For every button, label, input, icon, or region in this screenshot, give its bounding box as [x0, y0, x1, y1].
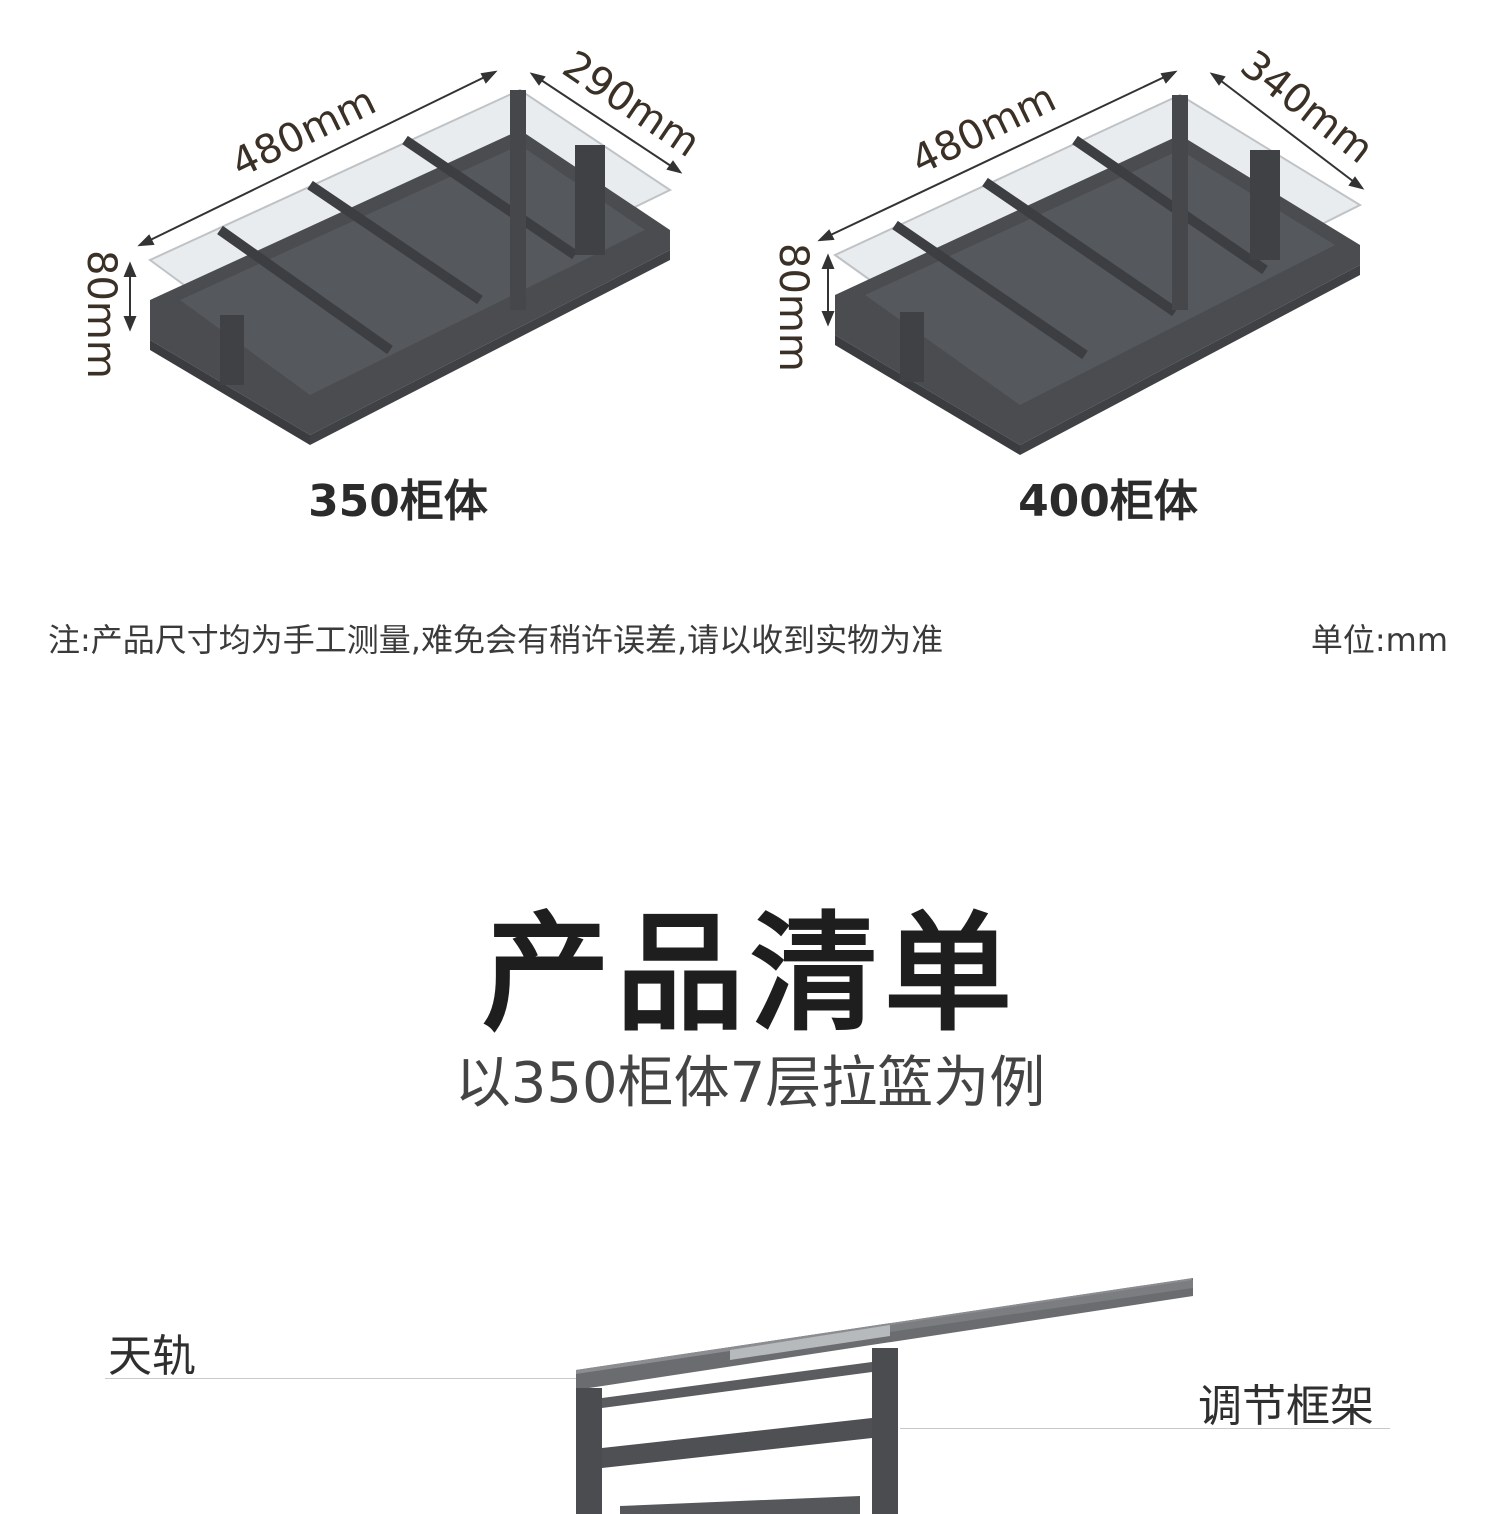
guide-line-adjust-frame	[900, 1428, 1390, 1429]
dim-height: 80mm	[78, 250, 124, 379]
unit-label: 单位:mm	[1310, 621, 1448, 659]
measurement-note: 注:产品尺寸均为手工测量,难免会有稍许误差,请以收到实物为准	[48, 621, 944, 659]
section-title: 产品清单	[481, 900, 1018, 1049]
guide-line-top-rail	[105, 1378, 585, 1379]
dim-height: 80mm	[770, 243, 816, 372]
cabinet-350-label: 350柜体	[308, 476, 488, 527]
frame-illustration	[576, 1278, 1193, 1514]
cabinet-400-label: 400柜体	[1018, 476, 1198, 527]
section-subtitle: 以350柜体7层拉篮为例	[454, 1051, 1046, 1116]
basket-400-illustration: 480mm 340mm 80mm	[770, 50, 1382, 455]
part-label-adjust-frame: 调节框架	[1198, 1381, 1374, 1432]
basket-350-illustration: 480mm 290mm 80mm	[78, 50, 708, 445]
part-label-top-rail: 天轨	[108, 1331, 196, 1382]
